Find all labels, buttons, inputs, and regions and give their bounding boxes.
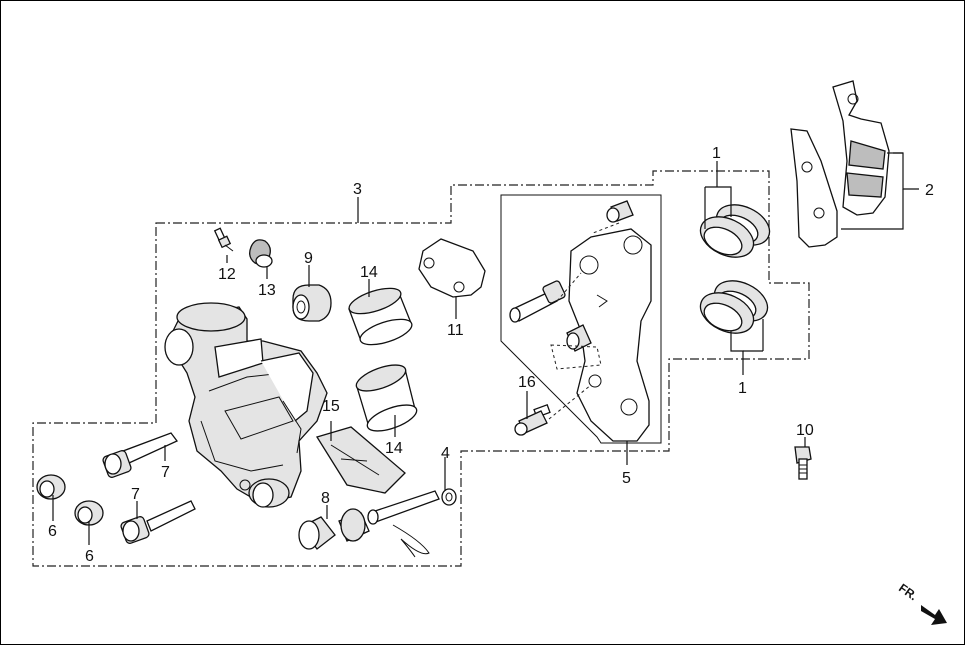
callout-16: 16 [518,374,536,391]
bolt-part-10 [794,446,812,480]
pin-boot-part-6-upper [36,474,66,500]
retainer-clip [392,524,430,558]
callout-5: 5 [622,470,631,487]
callout-13: 13 [258,282,276,299]
callout-10: 10 [796,422,814,439]
callout-12: 12 [218,266,236,283]
brake-pad-part-2-rear [790,128,838,248]
callout-3: 3 [353,181,362,198]
brake-pad-part-2-front [832,80,890,216]
bleeder-screw-part-12 [213,227,234,252]
callout-14-upper: 14 [360,264,378,281]
bleeder-cap-part-13 [249,239,273,268]
leader-lines [52,152,919,545]
caliper-body [164,302,328,508]
piston-seal-part-1-lower [699,280,769,334]
callout-14-lower: 14 [385,440,403,457]
boot-part-9 [292,284,332,322]
bracket-alignment-box [550,344,602,370]
slide-pin-part-7-upper [102,432,179,478]
bracket-alignment-line-1 [592,222,620,234]
callout-1-upper: 1 [712,145,721,162]
front-direction-label: FR. [896,581,920,604]
piston-part-14-upper [348,287,413,346]
callout-6-lower: 6 [85,548,94,565]
callout-11: 11 [447,322,464,339]
callout-4: 4 [441,445,450,462]
callout-7-lower: 7 [131,486,140,503]
caliper-bracket-part-5 [568,228,652,442]
washer-part-4 [441,488,457,506]
bracket-pin-long [509,280,566,323]
front-arrow-icon [921,605,947,625]
pad-spring-part-15 [315,426,406,494]
bracket-alignment-line-2 [556,272,582,302]
gasket-part-11 [418,238,486,298]
pad-pin-part-8 [298,490,440,550]
piston-seal-part-1-upper [699,204,771,258]
bracket-sleeve-upper [606,200,634,223]
assembly-boundary-3 [32,170,810,567]
callout-9: 9 [304,250,313,267]
callout-15: 15 [322,398,340,415]
callout-8: 8 [321,490,330,507]
front-direction-indicator: FR. [896,581,947,625]
bracket-sleeve-lower [566,324,592,352]
piston-part-14-lower [355,364,418,432]
callout-7-upper: 7 [161,464,170,481]
slide-pin-part-7-lower [120,500,196,544]
bolt-part-16 [514,404,551,436]
callout-2: 2 [925,182,934,199]
callout-6-upper: 6 [48,523,57,540]
callout-1-lower: 1 [738,380,747,397]
bracket-group-boundary-5 [500,194,662,444]
